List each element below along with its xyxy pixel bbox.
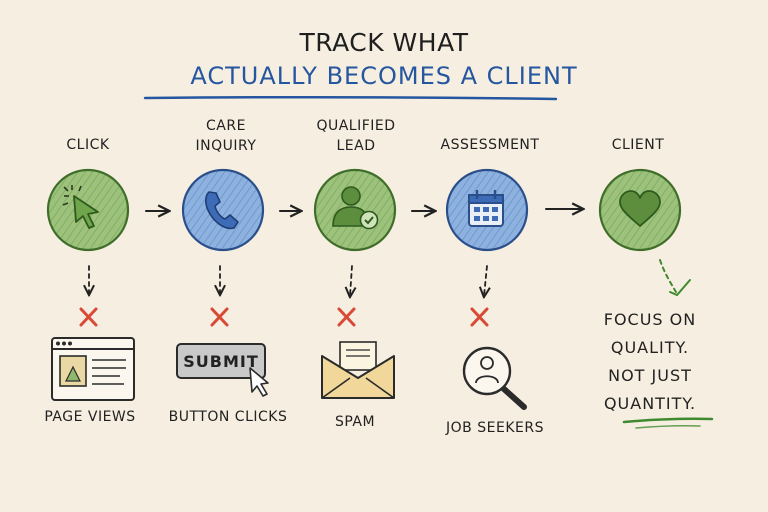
user-check-icon (332, 186, 379, 230)
stage-circles (46, 168, 682, 252)
dashed-arrow (350, 265, 352, 296)
dashed-arrow (484, 265, 487, 296)
red-x-icon (79, 307, 98, 327)
red-x-icon (337, 307, 356, 327)
heart-icon (619, 190, 661, 227)
stage-label-client: CLIENT (611, 137, 665, 153)
focus-message: FOCUS ON QUALITY. NOT JUST QUANTITY. (603, 310, 697, 413)
reject-label-job-seekers: JOB SEEKERS (446, 420, 544, 436)
phone-icon (204, 191, 239, 230)
stage-label-qualified-lead: QUALIFIED LEAD (316, 118, 396, 154)
title-line-2: ACTUALLY BECOMES A CLIENT (190, 62, 578, 90)
red-x-icon (470, 307, 489, 327)
envelope-icon (321, 341, 395, 399)
calendar-icon (468, 190, 504, 227)
check-arrow-icon (659, 259, 691, 297)
reject-label-spam: SPAM (334, 414, 376, 430)
magnifier-person-icon (462, 346, 527, 410)
reject-arrows (89, 265, 487, 296)
browser-window-icon (51, 337, 135, 401)
submit-button-label: SUBMIT (183, 352, 259, 371)
stage-label-click: CLICK (66, 137, 110, 153)
focus-underline (622, 417, 714, 424)
stage-label-assessment: ASSESSMENT (440, 137, 540, 153)
flow-arrows (145, 209, 582, 211)
reject-label-page-views: PAGE VIEWS (44, 409, 136, 425)
stage-circle (181, 168, 265, 252)
cursor-click-icon (62, 185, 99, 229)
title-line-1: TRACK WHAT (299, 28, 469, 57)
stage-label-care-inquiry: CARE INQUIRY (195, 118, 257, 154)
title-underline (143, 95, 558, 101)
red-x-icon (210, 307, 229, 327)
reject-label-button-clicks: BUTTON CLICKS (168, 409, 288, 425)
submit-button-icon (176, 343, 269, 397)
reject-marks (79, 307, 489, 327)
